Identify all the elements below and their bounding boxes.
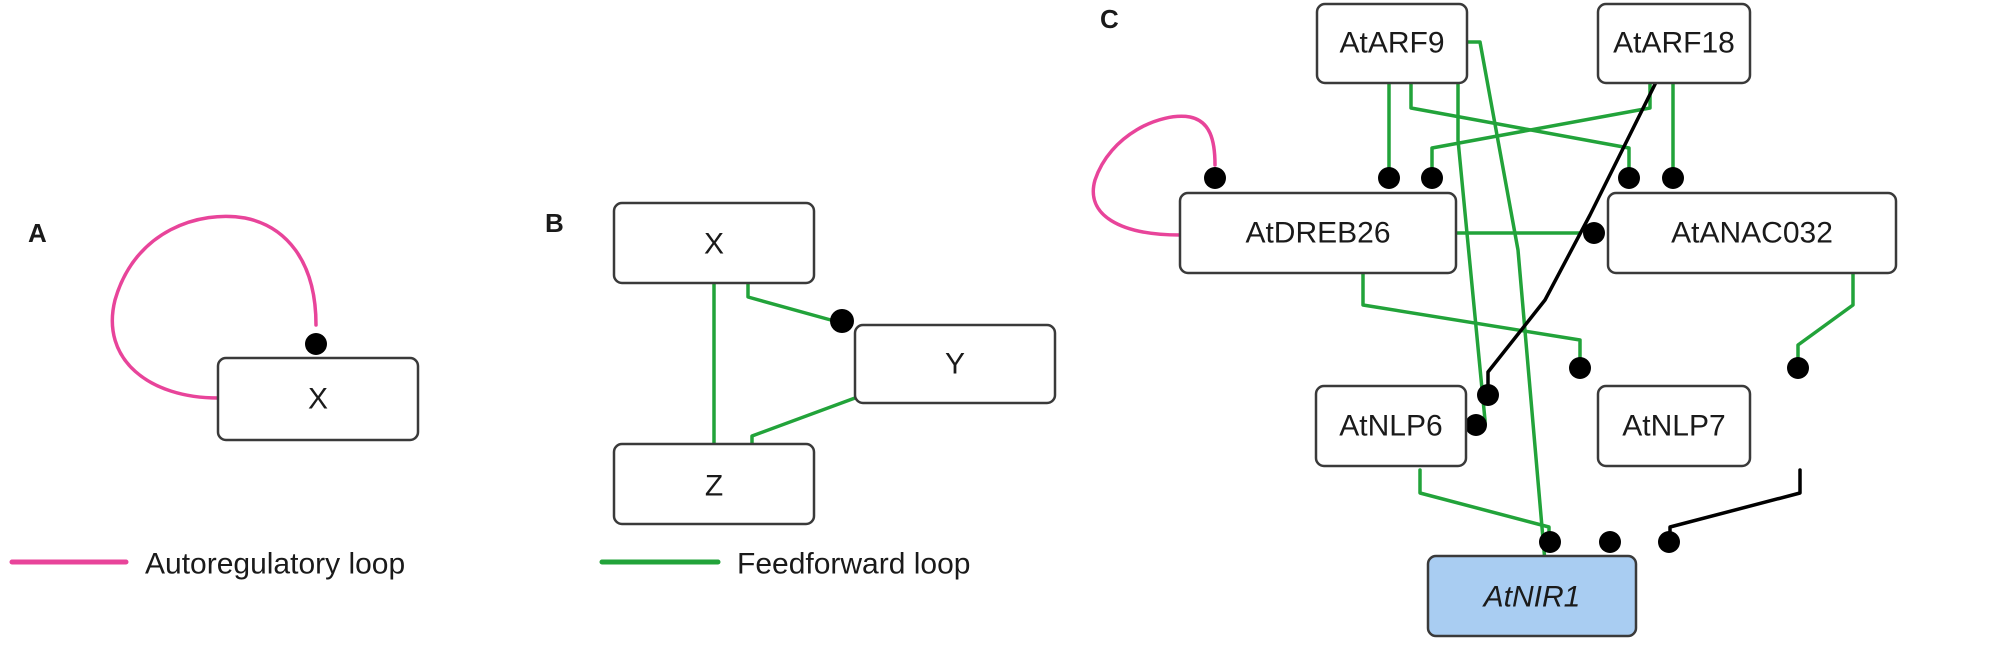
panel-c-terminator-dreb26-self	[1204, 167, 1226, 189]
panel-c-terminator-anac032-from-arf9	[1618, 167, 1640, 189]
panel-c-edge-nlp6-nir1	[1418, 468, 1551, 537]
panel-b-node-z-label: Z	[705, 470, 723, 503]
panel-c-terminator-nir1-from-arf9	[1599, 531, 1621, 553]
panel-c-node-atanac032[interactable]: AtANAC032	[1606, 191, 1898, 275]
panel-c-terminator-nir1-from-nlp7	[1658, 531, 1680, 553]
legend-label-feedforward: Feedforward loop	[737, 548, 970, 581]
panel-c-terminator-nlp6-from-arf18	[1477, 384, 1499, 406]
panel-c-label: C	[1100, 4, 1119, 34]
panel-b-node-x[interactable]: X	[612, 201, 816, 285]
panel-c-node-atarf9-label: AtARF9	[1339, 27, 1444, 60]
panel-c-terminator-nir1-from-nlp6	[1539, 531, 1561, 553]
panel-b-terminator-y	[830, 309, 854, 333]
panel-a-node-x[interactable]: X	[216, 356, 420, 442]
panel-c-node-atnlp6[interactable]: AtNLP6	[1314, 384, 1468, 468]
panel-c-edge-arf9-anac032	[1409, 81, 1631, 172]
panel-c-node-atnir1[interactable]: AtNIR1	[1426, 554, 1638, 638]
panel-c-terminator-anac032-from-dreb26	[1583, 222, 1605, 244]
panel-c: C	[1091, 2, 1898, 638]
panel-c-node-atnlp7-label: AtNLP7	[1622, 410, 1725, 443]
panel-c-edge-anac032-nlp7	[1796, 272, 1855, 362]
legend-item-autoregulatory: Autoregulatory loop	[9, 548, 405, 581]
panel-c-node-atarf9[interactable]: AtARF9	[1315, 2, 1469, 85]
panel-c-terminator-nlp7-from-anac032	[1787, 357, 1809, 379]
panel-c-edge-dreb26-nlp7	[1361, 272, 1582, 362]
panel-c-terminator-dreb26-from-arf9	[1378, 167, 1400, 189]
legend-label-autoregulatory: Autoregulatory loop	[145, 548, 405, 581]
panel-b: B X Y Z	[545, 201, 1057, 526]
panel-a: A X	[28, 214, 420, 442]
panel-c-node-atdreb26-label: AtDREB26	[1245, 217, 1390, 250]
legend-item-feedforward: Feedforward loop	[599, 548, 970, 581]
panel-c-node-atanac032-label: AtANAC032	[1671, 217, 1833, 250]
panel-c-node-atarf18-label: AtARF18	[1613, 27, 1735, 60]
panel-c-node-atarf18[interactable]: AtARF18	[1596, 2, 1752, 85]
legend: Autoregulatory loop Feedforward loop	[9, 548, 970, 581]
panel-c-edge-nlp7-nir1	[1668, 468, 1802, 537]
panel-c-node-atdreb26[interactable]: AtDREB26	[1178, 191, 1458, 275]
panel-a-label: A	[28, 218, 47, 248]
panel-b-edge-x-y	[746, 280, 840, 324]
panel-b-node-x-label: X	[704, 228, 724, 261]
panel-c-terminator-nlp6-from-arf9	[1465, 414, 1487, 436]
panel-a-node-x-label: X	[308, 383, 328, 416]
panel-c-terminator-anac032-from-arf18	[1662, 167, 1684, 189]
panel-c-node-atnlp7[interactable]: AtNLP7	[1596, 384, 1752, 468]
panel-b-node-z[interactable]: Z	[612, 442, 816, 526]
panel-c-node-atnlp6-label: AtNLP6	[1339, 410, 1442, 443]
panel-b-label: B	[545, 208, 564, 238]
panel-a-edge-autoregulatory	[110, 214, 318, 400]
panel-a-edge-terminator	[305, 333, 327, 355]
panel-c-node-atnir1-label: AtNIR1	[1482, 581, 1581, 614]
panel-c-terminator-nlp7-from-dreb26	[1569, 357, 1591, 379]
panel-b-node-y[interactable]: Y	[853, 323, 1057, 405]
panel-c-edge-dreb26-self	[1091, 114, 1217, 237]
panel-c-edge-arf9-nlp6	[1456, 81, 1487, 427]
panel-b-node-y-label: Y	[945, 348, 965, 381]
panel-c-terminator-dreb26-from-arf18	[1421, 167, 1443, 189]
